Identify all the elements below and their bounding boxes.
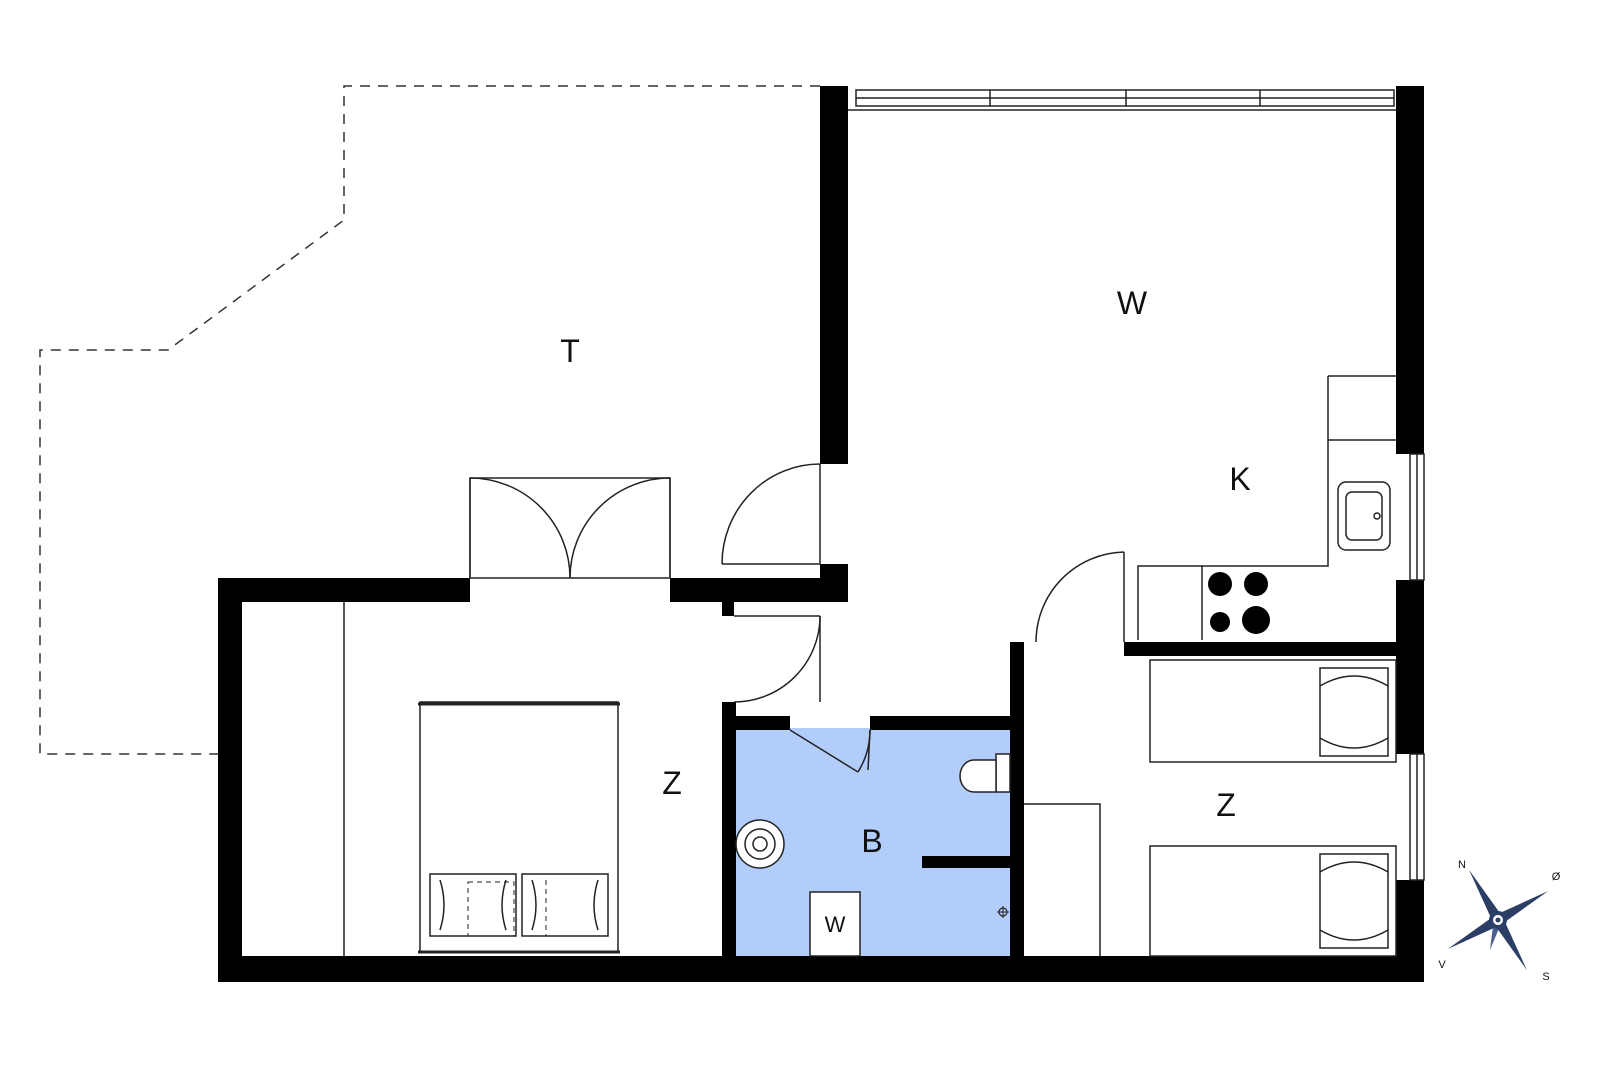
terrace-double-door bbox=[469, 477, 671, 579]
door-bedroom-left bbox=[733, 615, 821, 703]
drain-icon bbox=[997, 906, 1009, 918]
label-bedroom-right: Z bbox=[1216, 787, 1236, 823]
bed-icon bbox=[418, 701, 620, 954]
kitchen-counter bbox=[1137, 375, 1396, 640]
right-window-kitchen bbox=[1409, 453, 1425, 581]
compass-west: V bbox=[1438, 959, 1446, 971]
right-bedroom-furniture bbox=[1024, 659, 1397, 957]
label-living: W bbox=[1117, 285, 1148, 321]
label-kitchen: K bbox=[1229, 461, 1250, 497]
compass-north: N bbox=[1458, 859, 1466, 871]
label-washer: W bbox=[825, 912, 846, 937]
walls bbox=[218, 86, 1424, 982]
sink-icon bbox=[1337, 481, 1391, 551]
terrace-outline bbox=[39, 85, 820, 755]
label-bedroom-left: Z bbox=[662, 765, 682, 801]
door-bedroom-right bbox=[1035, 551, 1125, 643]
compass-rose-icon bbox=[1447, 869, 1549, 971]
toilet-icon bbox=[959, 753, 1011, 793]
label-bathroom: B bbox=[861, 823, 882, 859]
top-window bbox=[848, 89, 1396, 111]
door-bathroom bbox=[789, 729, 871, 773]
label-terrace: T bbox=[560, 333, 580, 369]
right-window-bedroom bbox=[1409, 753, 1425, 881]
compass-east: Ø bbox=[1552, 871, 1561, 883]
stove-icon bbox=[1208, 572, 1270, 634]
washbasin-icon bbox=[735, 819, 785, 869]
door-terrace-living bbox=[721, 463, 821, 565]
washer-box bbox=[809, 891, 861, 957]
compass-south: S bbox=[1542, 971, 1549, 983]
